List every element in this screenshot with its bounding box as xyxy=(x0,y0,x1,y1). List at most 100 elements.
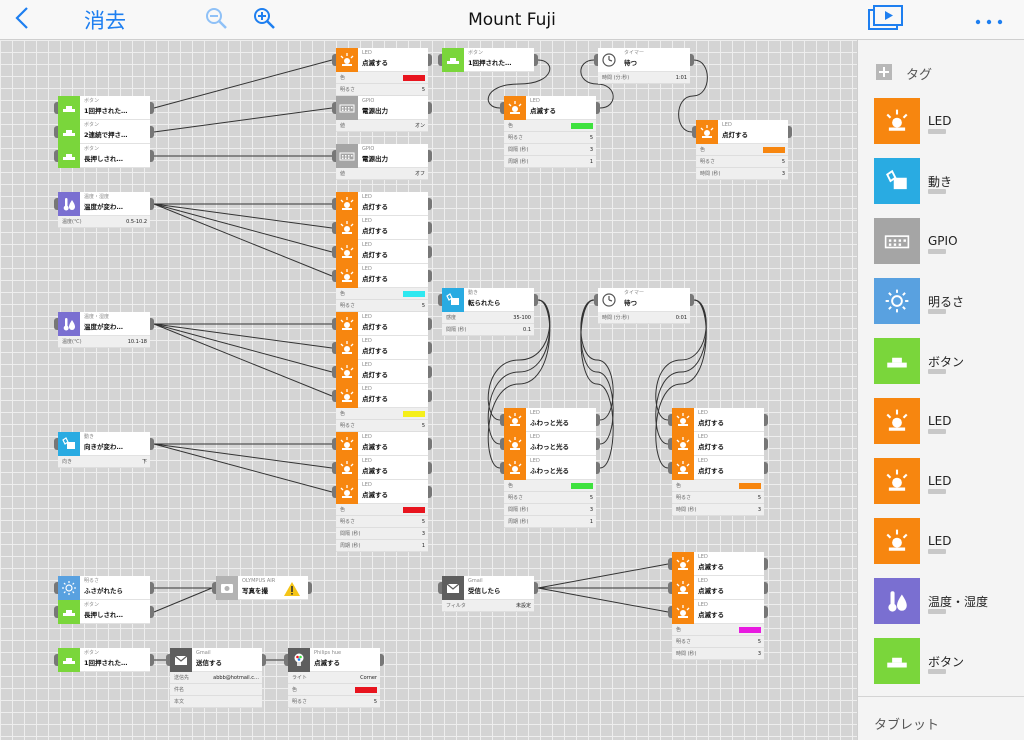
node-row[interactable]: 動き転られたら xyxy=(438,288,538,312)
input-port[interactable] xyxy=(500,414,504,426)
output-port[interactable] xyxy=(428,222,432,234)
zoom-out-button[interactable] xyxy=(204,0,228,40)
output-port[interactable] xyxy=(150,198,154,210)
node-row[interactable]: タイマー待つ xyxy=(594,288,694,312)
sidebar-item-button[interactable]: ボタン xyxy=(874,637,1024,685)
input-port[interactable] xyxy=(500,438,504,450)
input-port[interactable] xyxy=(500,102,504,114)
color-swatch[interactable] xyxy=(403,410,425,417)
node-property[interactable]: フィルタ未設定 xyxy=(442,600,534,612)
node-property[interactable]: 時間 (秒)3 xyxy=(672,504,764,516)
node-property[interactable]: 値オン xyxy=(336,120,428,132)
output-port[interactable] xyxy=(262,654,266,666)
sidebar-item-led[interactable]: LED xyxy=(874,517,1024,565)
input-port[interactable] xyxy=(668,414,672,426)
more-button[interactable] xyxy=(974,0,1004,40)
node-t2[interactable]: 温度・湿度温度が変わ…温度(℃)10.1-18 xyxy=(54,312,154,348)
input-port[interactable] xyxy=(438,294,442,306)
node-row[interactable]: 動き向きが変わ… xyxy=(54,432,154,456)
output-port[interactable] xyxy=(596,462,600,474)
output-port[interactable] xyxy=(428,486,432,498)
node-property[interactable]: 色 xyxy=(672,480,764,492)
input-port[interactable] xyxy=(54,654,58,666)
input-port[interactable] xyxy=(500,462,504,474)
node-property[interactable]: 色 xyxy=(336,504,428,516)
sidebar-item-brightness[interactable]: 明るさ xyxy=(874,277,1024,325)
output-port[interactable] xyxy=(428,150,432,162)
output-port[interactable] xyxy=(150,438,154,450)
output-port[interactable] xyxy=(788,126,792,138)
input-port[interactable] xyxy=(668,558,672,570)
input-port[interactable] xyxy=(332,318,336,330)
sidebar-item-led[interactable]: LED xyxy=(874,457,1024,505)
input-port[interactable] xyxy=(332,150,336,162)
color-swatch[interactable] xyxy=(571,482,593,489)
output-port[interactable] xyxy=(596,414,600,426)
input-port[interactable] xyxy=(332,246,336,258)
sidebar-item-led[interactable]: LED xyxy=(874,97,1024,145)
node-property[interactable]: 温度(℃)0.5-10.2 xyxy=(58,216,150,228)
node-property[interactable]: 向き下 xyxy=(58,456,150,468)
sidebar-item-temp[interactable]: 温度・湿度 xyxy=(874,577,1024,625)
input-port[interactable] xyxy=(668,462,672,474)
input-port[interactable] xyxy=(594,54,598,66)
output-port[interactable] xyxy=(150,654,154,666)
node-row[interactable]: ボタン長押しされ… xyxy=(54,600,154,624)
node-row[interactable]: ボタン長押しされ… xyxy=(54,144,154,168)
output-port[interactable] xyxy=(428,438,432,450)
node-property[interactable]: 色 xyxy=(336,72,428,84)
output-port[interactable] xyxy=(764,558,768,570)
output-port[interactable] xyxy=(428,318,432,330)
output-port[interactable] xyxy=(428,54,432,66)
input-port[interactable] xyxy=(332,270,336,282)
output-port[interactable] xyxy=(534,294,538,306)
node-property[interactable]: 値オフ xyxy=(336,168,428,180)
plus-icon[interactable] xyxy=(876,64,892,80)
node-property[interactable]: 温度(℃)10.1-18 xyxy=(58,336,150,348)
input-port[interactable] xyxy=(166,654,170,666)
delete-button[interactable]: 消去 xyxy=(84,9,126,33)
node-property[interactable]: 間隔 (秒)3 xyxy=(504,504,596,516)
input-port[interactable] xyxy=(54,198,58,210)
output-port[interactable] xyxy=(428,246,432,258)
input-port[interactable] xyxy=(54,102,58,114)
color-swatch[interactable] xyxy=(355,686,377,693)
node-property[interactable]: 色 xyxy=(696,144,788,156)
node-t1[interactable]: 温度・湿度温度が変わ…温度(℃)0.5-10.2 xyxy=(54,192,154,228)
